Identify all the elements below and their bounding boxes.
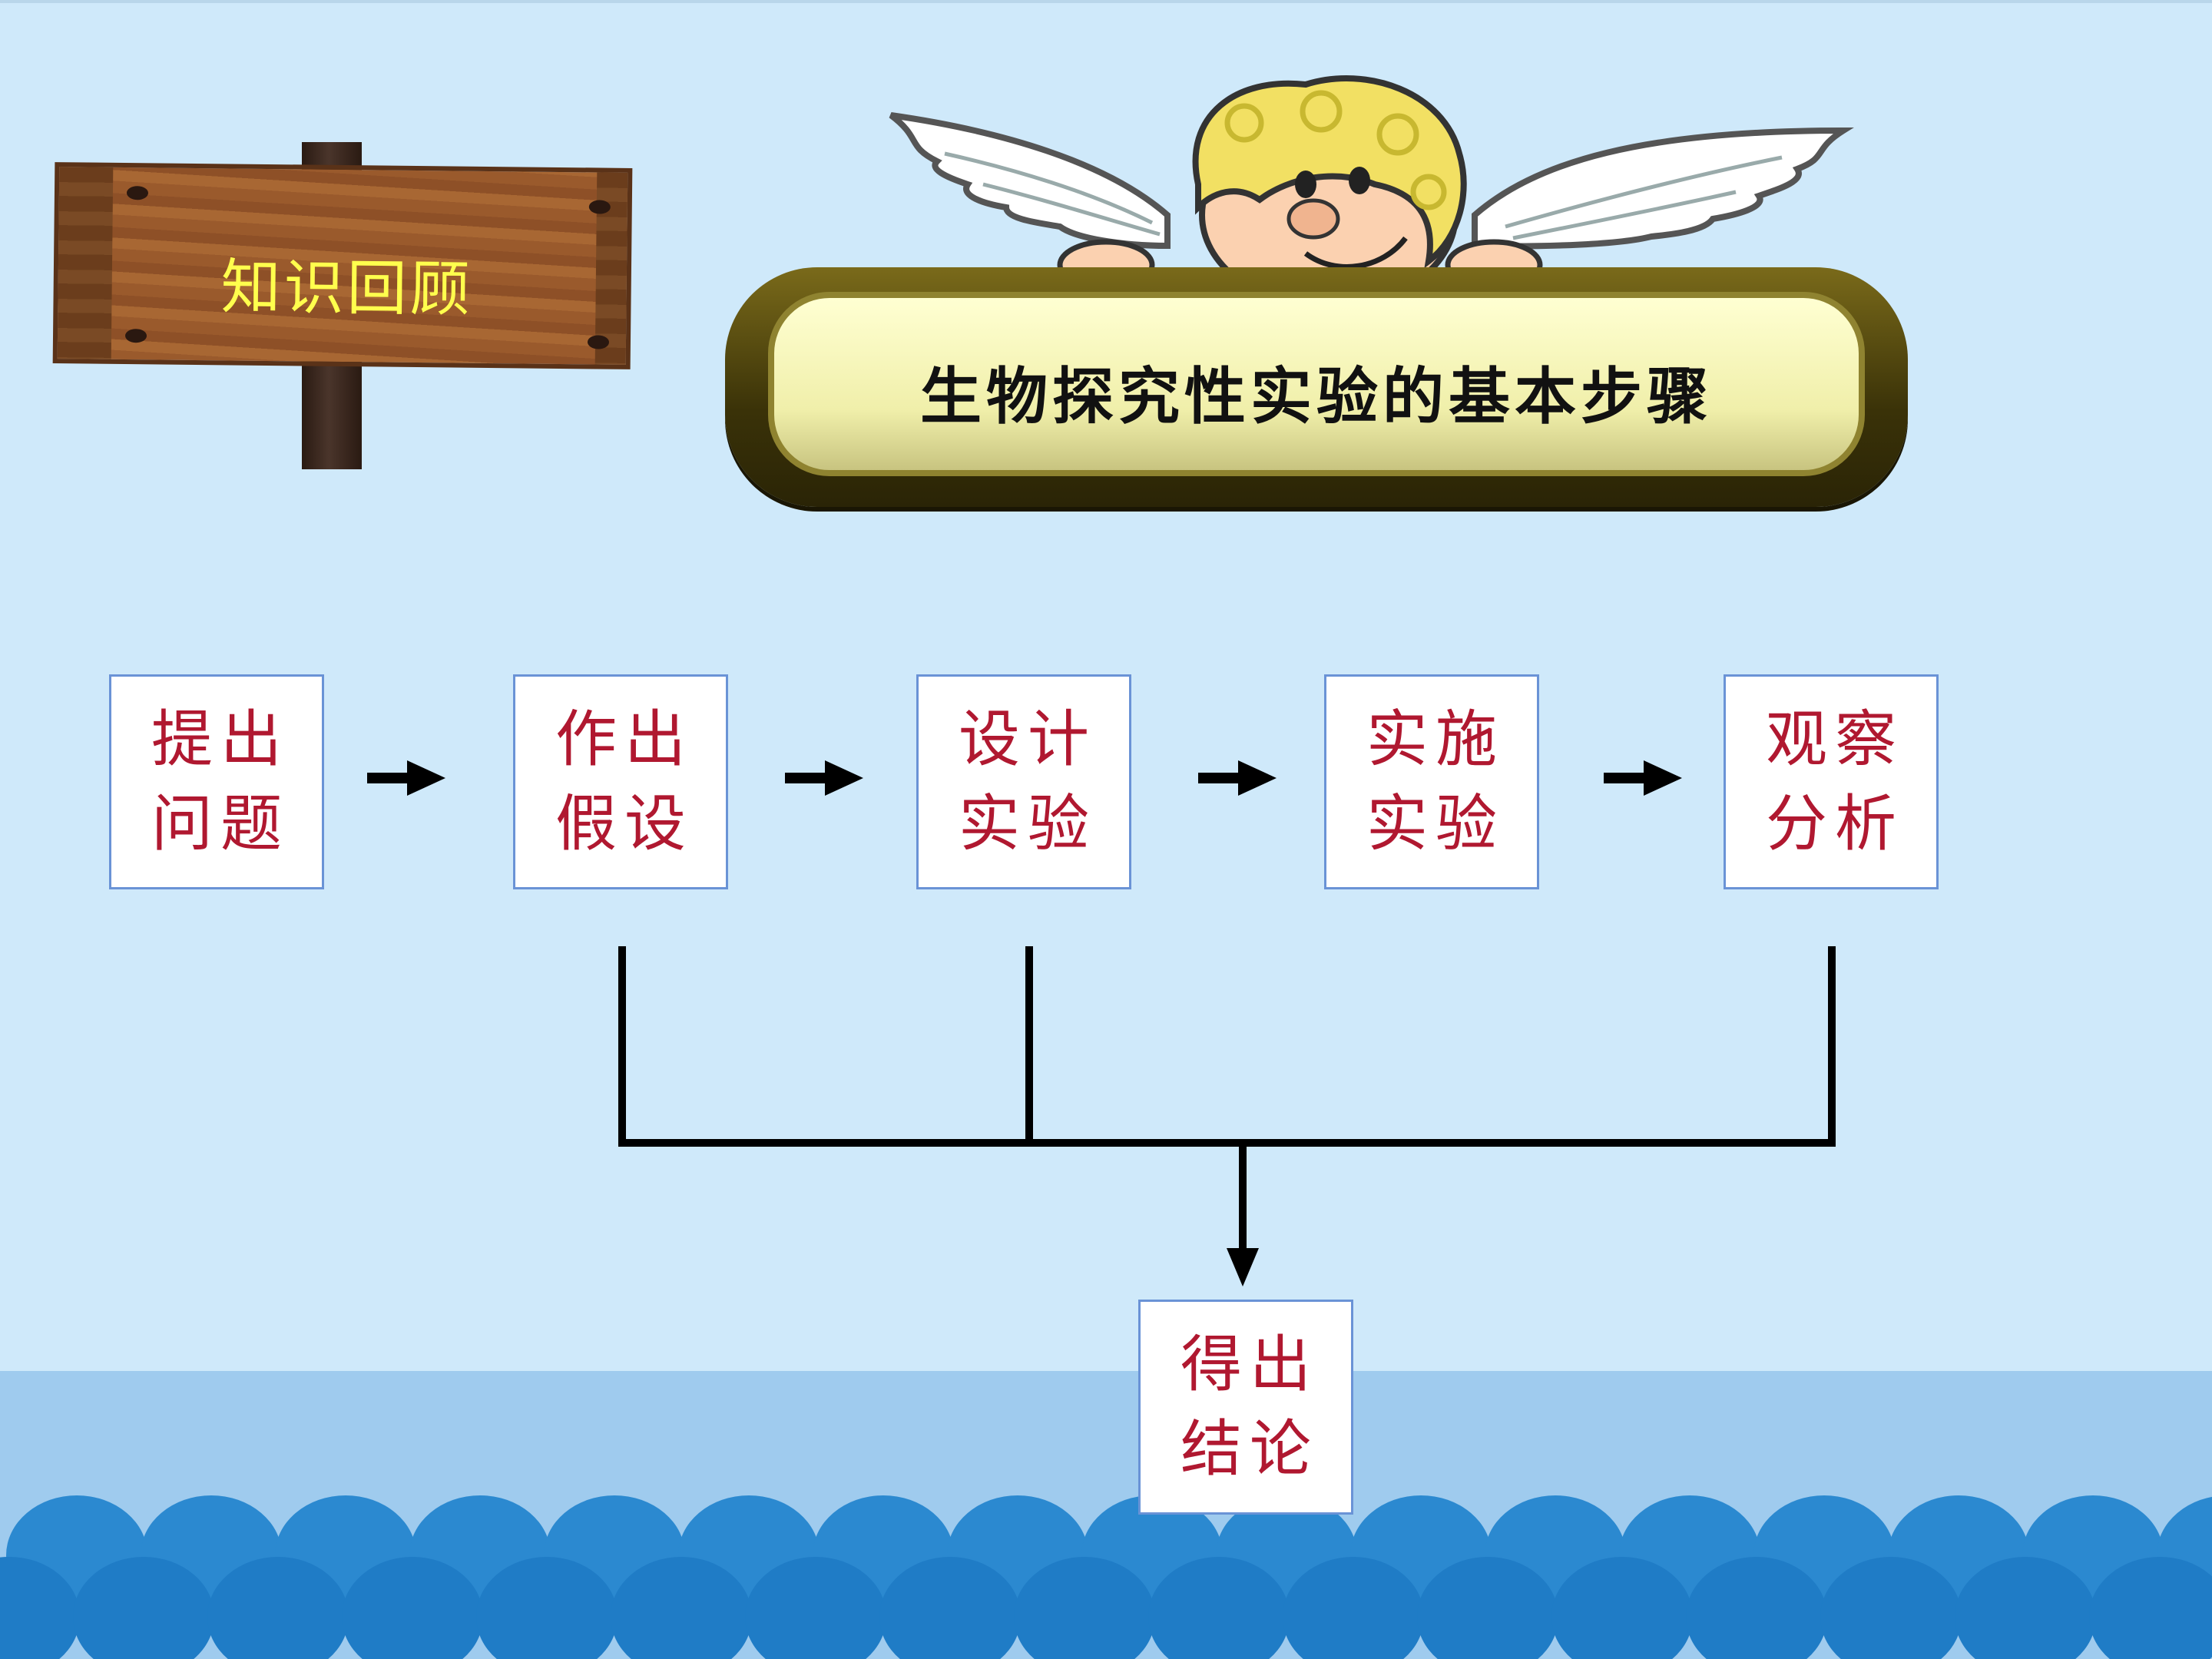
top-border xyxy=(0,0,2212,3)
wave-scallop xyxy=(0,1557,80,1659)
wave-scallop xyxy=(1686,1557,1827,1659)
wave-scallop xyxy=(73,1557,214,1659)
wave-scallop xyxy=(1417,1557,1558,1659)
wave-scallop xyxy=(745,1557,886,1659)
step-text: 观察 xyxy=(1766,704,1904,775)
step-box-5: 观察 分析 xyxy=(1724,674,1939,889)
step-box-1: 提出 问题 xyxy=(109,674,324,889)
arrow-down-icon xyxy=(1227,1248,1259,1286)
arrow-right-icon xyxy=(1198,760,1277,796)
step-text: 提出 xyxy=(151,704,290,775)
step-box-2: 作出 假设 xyxy=(513,674,728,889)
wave-scallop xyxy=(342,1557,483,1659)
step-box-4: 实施 实验 xyxy=(1324,674,1539,889)
wave-scallop xyxy=(879,1557,1021,1659)
step-text: 实施 xyxy=(1366,704,1505,775)
wave-scallop xyxy=(1283,1557,1424,1659)
wave-scallop xyxy=(1014,1557,1155,1659)
arrow-right-icon xyxy=(367,760,445,796)
arrow-right-icon xyxy=(785,760,863,796)
step-text: 假设 xyxy=(555,788,694,859)
wave-pattern xyxy=(0,1495,2212,1659)
conclusion-text: 得出 xyxy=(1181,1329,1319,1400)
step-text: 实验 xyxy=(1366,788,1505,859)
title-plaque-inner xyxy=(768,292,1865,476)
conclusion-box: 得出 结论 xyxy=(1138,1300,1353,1515)
wave-scallop xyxy=(2089,1557,2212,1659)
step-text: 实验 xyxy=(959,788,1097,859)
wave-scallop xyxy=(1148,1557,1290,1659)
step-text: 设计 xyxy=(959,704,1097,775)
wave-scallop xyxy=(611,1557,752,1659)
wave-scallop xyxy=(1551,1557,1693,1659)
wave-scallop xyxy=(1820,1557,1962,1659)
step-text: 问题 xyxy=(151,788,290,859)
step-text: 作出 xyxy=(555,704,694,775)
wave-scallop xyxy=(476,1557,618,1659)
wave-scallop xyxy=(1955,1557,2096,1659)
step-box-3: 设计 实验 xyxy=(916,674,1131,889)
step-text: 分析 xyxy=(1766,788,1904,859)
conclusion-text: 结论 xyxy=(1181,1413,1319,1485)
wave-scallop xyxy=(207,1557,349,1659)
angel-cartoon-icon xyxy=(889,75,1854,310)
slide-title: 生物探究性实验的基本步骤 xyxy=(920,360,1713,432)
arrow-right-icon xyxy=(1604,760,1682,796)
